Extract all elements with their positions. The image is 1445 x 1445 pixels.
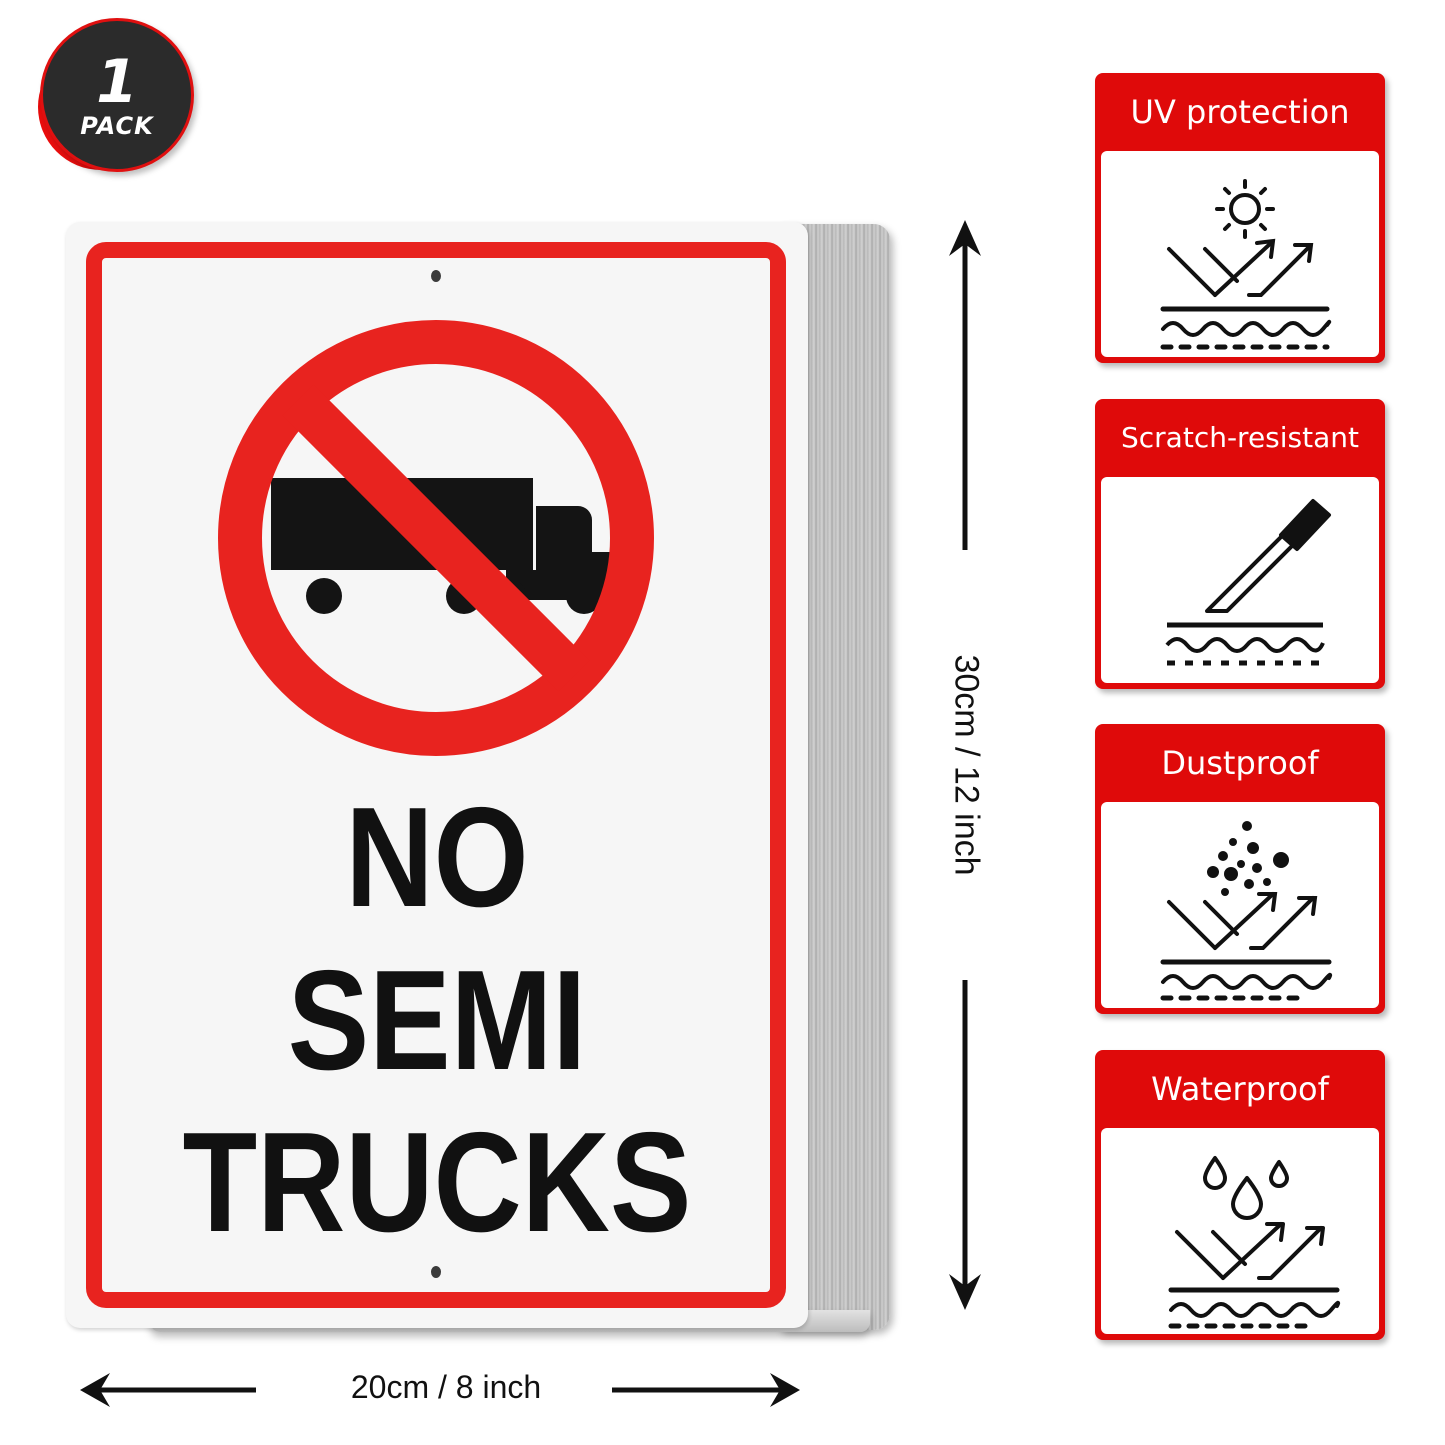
pack-badge: 1 PACK <box>36 14 196 174</box>
width-dimension: 20cm / 8 inch <box>78 1365 803 1415</box>
feature-icon-area <box>1101 477 1379 683</box>
no-truck-prohibition-icon <box>218 320 654 756</box>
mounting-hole-bottom <box>431 1266 441 1278</box>
feature-card-waterproof: Waterproof <box>1095 1050 1385 1340</box>
width-arrows-icon <box>80 1373 800 1407</box>
feature-card-scratch-resistant: Scratch-resistant <box>1095 399 1385 689</box>
badge-number: 1 <box>96 47 138 117</box>
sun-reflection-icon <box>1160 179 1332 350</box>
feature-title: Scratch-resistant <box>1121 421 1359 454</box>
water-drops-icon <box>1168 1156 1341 1329</box>
dust-particles-icon <box>1160 821 1333 1001</box>
feature-card-uv-protection: UV protection <box>1095 73 1385 363</box>
sign-panel: NO SEMI TRUCKS <box>66 222 808 1328</box>
sign-red-border <box>86 242 786 1308</box>
sign-text-line-2: SEMI <box>287 941 587 1100</box>
feature-icon-area <box>1101 151 1379 357</box>
height-arrows-icon <box>949 220 981 1310</box>
badge-circle: 1 PACK <box>40 18 194 172</box>
badge-label: PACK <box>80 112 154 140</box>
mounting-hole-top <box>431 270 441 282</box>
height-label: 30cm / 12 inch <box>947 654 986 876</box>
feature-title: Dustproof <box>1161 744 1319 782</box>
feature-title: UV protection <box>1130 93 1350 131</box>
feature-title: Waterproof <box>1151 1070 1329 1108</box>
feature-icon-area <box>1101 802 1379 1008</box>
feature-icon-area <box>1101 1128 1379 1334</box>
scalpel-scratch-icon <box>1165 499 1331 666</box>
sign-text-line-1: NO <box>345 778 529 937</box>
height-dimension <box>935 218 995 1313</box>
width-label: 20cm / 8 inch <box>350 1369 542 1405</box>
feature-card-dustproof: Dustproof <box>1095 724 1385 1014</box>
sign-text-line-3: TRUCKS <box>182 1103 692 1262</box>
